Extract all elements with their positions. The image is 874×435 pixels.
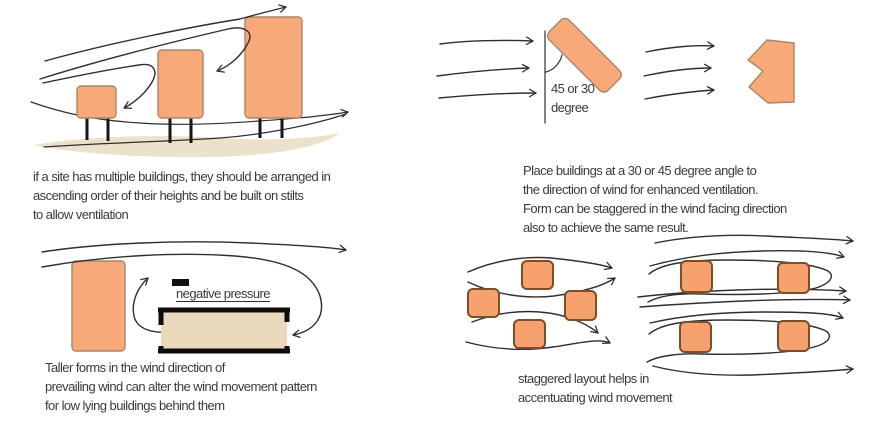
wind-vortex-sweep [41,253,323,339]
wind-arrow [643,63,712,77]
flow-lens-line [465,336,611,350]
building-tall [244,16,303,119]
panel-staggered-layout [465,234,854,376]
negative-pressure-marker [172,279,189,286]
wind-arrow [645,41,715,53]
wind-arrow [438,88,537,99]
ground-wash [33,133,340,158]
building-square [513,319,546,349]
flow-line [637,286,847,298]
wind-vortex-curl [132,277,177,334]
wind-arrow [644,86,715,100]
panel-angled-building [436,17,795,124]
building-square [777,262,810,294]
flow-line [649,250,845,267]
wind-streamline-curl [39,27,251,80]
angle-degree-label: 45 or 30 degree [551,81,595,115]
wind-streamline-curl [42,63,156,110]
angled-building [546,17,622,93]
flow-line [654,234,854,245]
angle-arc [545,54,563,73]
wind-streamline [41,241,347,254]
negative-pressure-label: negative pressure [176,286,271,302]
building-medium [157,49,204,119]
building-square [521,260,554,290]
staggered-form [747,39,795,104]
flow-capsule [646,319,830,363]
building-square [680,260,713,293]
building-square [679,321,712,353]
flow-line [652,365,854,376]
panel-ascending-buildings [30,4,349,158]
wind-arrow [436,63,530,77]
wind-arrow [439,36,534,46]
caption-taller-forms: Taller forms in the wind direction of pr… [45,360,317,413]
flow-line [649,311,844,324]
building-small [76,85,117,119]
tall-building [71,260,126,352]
ground-line-lower [43,113,347,148]
flow-line [639,295,851,308]
panel-taller-forms [41,241,347,354]
building-square [467,288,500,318]
caption-ascending-buildings: if a site has multiple buildings, they s… [33,169,331,222]
wind-streamline [44,4,287,62]
caption-staggered-layout: staggered layout helps in accentuating w… [518,371,673,405]
caption-angled-buildings: Place buildings at a 30 or 45 degree ang… [523,163,787,235]
flow-lens-line [467,256,613,273]
building-square [564,290,597,321]
building-square [777,320,810,352]
flow-capsule [647,259,832,303]
low-building [161,310,287,352]
